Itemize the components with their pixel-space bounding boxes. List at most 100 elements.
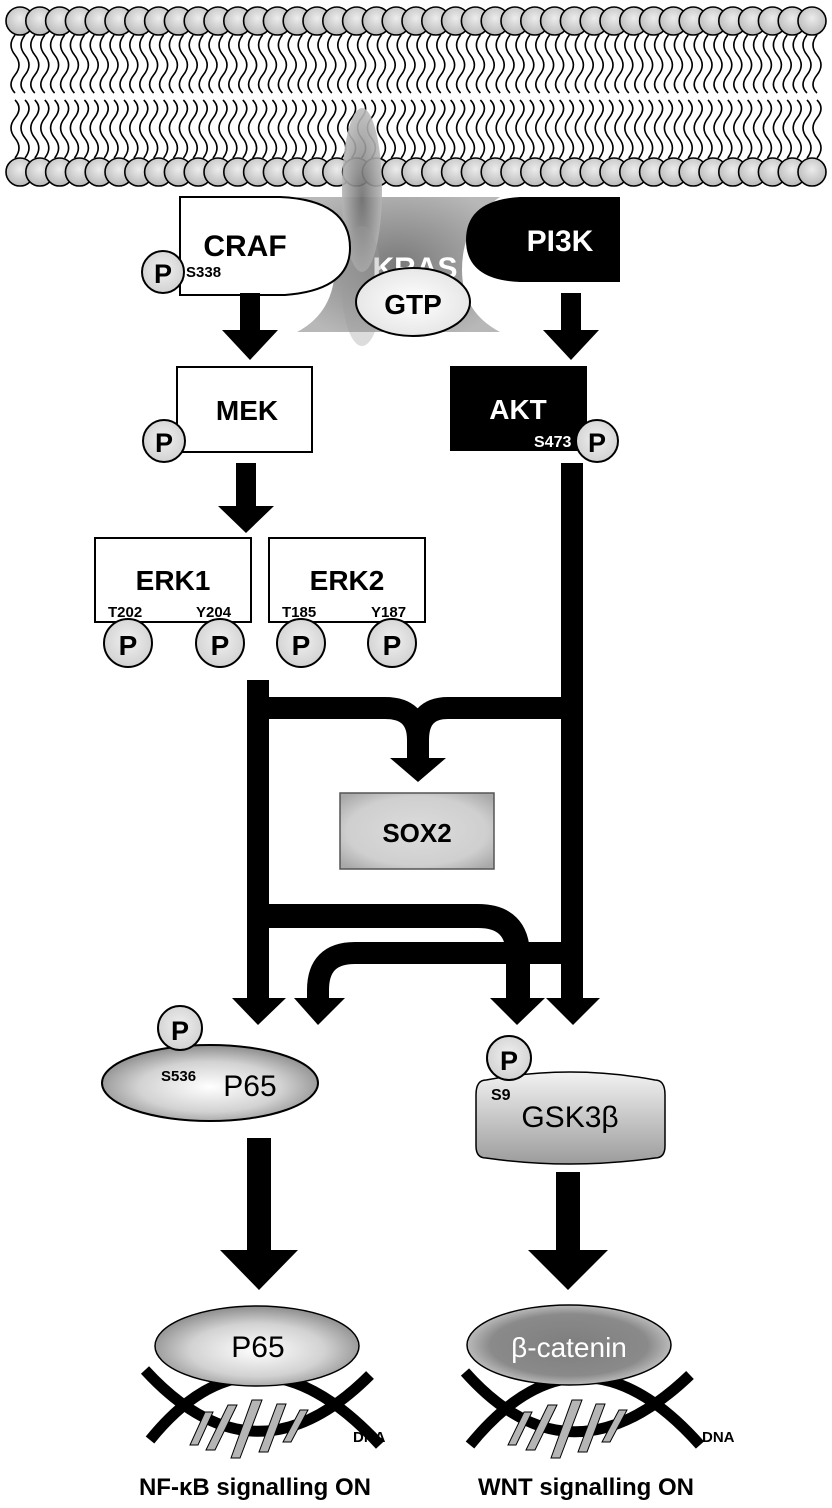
lipid-tail — [267, 99, 278, 159]
lipid-tail — [564, 99, 575, 159]
lipid-tail — [683, 34, 693, 94]
lipid-tail — [396, 99, 406, 159]
lipid-tail — [109, 34, 119, 94]
erk2-label: ERK2 — [310, 565, 385, 596]
gsk3b-node: P S9 GSK3β — [475, 1035, 666, 1165]
lipid-tail — [445, 34, 456, 94]
lipid-tail — [762, 34, 773, 94]
lipid-tail — [594, 99, 604, 159]
lipid-tail — [416, 99, 426, 159]
lipid-tail — [742, 99, 753, 159]
lipid-tail — [228, 34, 238, 94]
lipid-tail — [535, 99, 545, 159]
lipid-tail — [49, 34, 60, 94]
lipid-tail — [337, 99, 347, 159]
lipid-tail — [188, 99, 198, 159]
lipid-tail — [218, 34, 228, 94]
lipid-tail — [683, 99, 693, 159]
lipid-tail — [762, 99, 773, 159]
lipid-tail — [782, 99, 792, 159]
phospho-label: P — [383, 630, 402, 661]
lipid-tail — [129, 99, 139, 159]
arrow-p65-to-nucleus — [220, 1138, 298, 1290]
lipid-tail — [634, 99, 644, 159]
lipid-tail — [713, 34, 723, 94]
lipid-tail — [178, 99, 189, 159]
lipid-tail — [544, 99, 555, 159]
lipid-tail — [436, 99, 446, 159]
lipid-tail — [396, 34, 406, 94]
erk2-site-t185: T185 — [282, 604, 316, 621]
erk-to-sox2-path — [258, 697, 429, 760]
lipid-tail — [782, 34, 792, 94]
lipid-tail — [752, 34, 763, 94]
arrowheads — [232, 758, 600, 1025]
lipid-tail — [584, 34, 594, 94]
lipid-tail — [89, 34, 99, 94]
sox2-label: SOX2 — [382, 818, 451, 848]
lipid-tail — [129, 34, 139, 94]
arrow-craf-to-mek — [222, 293, 278, 360]
dna-helix — [460, 1368, 705, 1459]
erk1-site-t202: T202 — [108, 604, 142, 621]
lipid-tail — [119, 99, 129, 159]
craf-site-label: S338 — [186, 264, 221, 281]
lipid-tail — [30, 99, 40, 159]
craf-label: CRAF — [203, 230, 286, 263]
lipid-tail — [663, 34, 674, 94]
bcatenin-dna-bound — [466, 1304, 672, 1386]
lipid-tail — [445, 99, 456, 159]
phospho-label: P — [155, 428, 173, 458]
lipid-tail — [455, 34, 466, 94]
arrowhead-akt-to-p65 — [294, 998, 345, 1025]
lipid-tail — [99, 34, 109, 94]
lipid-tail — [208, 34, 218, 94]
phospho-label: P — [119, 630, 138, 661]
lipid-tail — [475, 99, 486, 159]
lipid-tail — [158, 99, 169, 159]
akt-node: AKT S473 P — [450, 366, 619, 463]
akt-label: AKT — [489, 394, 547, 425]
lipid-tail — [475, 34, 486, 94]
pi3k-label: PI3K — [527, 225, 594, 258]
lipid-tail — [287, 34, 297, 94]
mek-node: MEK P — [142, 366, 313, 463]
lipid-tail — [426, 34, 436, 94]
phospho-label: P — [154, 259, 172, 289]
lipid-tail — [525, 34, 535, 94]
lipid-tail — [307, 34, 317, 94]
erk2-node: ERK2 T185 Y187 P P — [268, 537, 426, 668]
lipid-tail — [238, 34, 248, 94]
lipid-tail — [79, 99, 90, 159]
p65-site-label: S536 — [161, 1068, 196, 1085]
lipid-tail — [168, 99, 179, 159]
lipid-tail — [515, 34, 525, 94]
lipid-tail — [40, 34, 50, 94]
lipid-head — [797, 6, 827, 36]
lipid-tail — [247, 34, 258, 94]
erk1-node: ERK1 T202 Y204 P P — [94, 537, 252, 668]
lipid-tail — [426, 99, 436, 159]
p65-dna-bound — [154, 1305, 360, 1387]
lipid-tail — [544, 34, 555, 94]
akt-to-p65-path — [307, 942, 572, 1000]
phospho-circle — [195, 618, 245, 668]
lipid-tail — [693, 34, 703, 94]
lipid-tail — [634, 34, 644, 94]
lipid-tail — [198, 34, 208, 94]
lipid-tail — [376, 34, 387, 94]
lipid-tail — [772, 34, 783, 94]
lipid-tail — [554, 99, 565, 159]
connector-network — [247, 463, 583, 1000]
lipid-tail — [317, 34, 327, 94]
lipid-tail — [119, 34, 129, 94]
lipid-tail — [792, 99, 802, 159]
arrowhead-akt-to-gsk3b — [546, 998, 600, 1025]
lipid-tail — [574, 34, 585, 94]
arrow-mek-to-erk — [218, 463, 274, 533]
lipid-tail — [257, 99, 268, 159]
p65-dna-label: P65 — [231, 1331, 284, 1364]
lipid-tail — [386, 99, 396, 159]
lipid-tail — [436, 34, 446, 94]
p65-dna-complex: P65 DNA — [140, 1305, 386, 1459]
